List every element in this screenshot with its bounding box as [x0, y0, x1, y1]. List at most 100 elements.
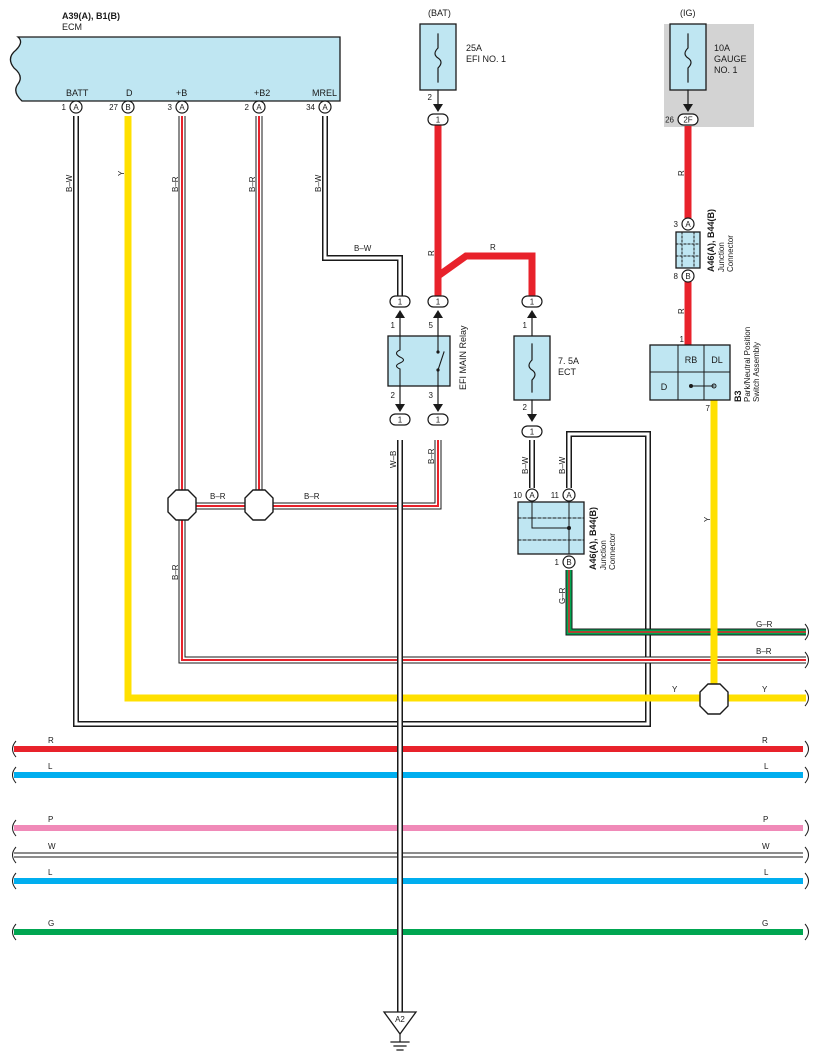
svg-text:1: 1	[680, 335, 685, 344]
svg-text:1: 1	[398, 416, 403, 425]
svg-text:R: R	[490, 243, 496, 252]
svg-text:A2: A2	[395, 1015, 405, 1024]
svg-text:R: R	[427, 250, 436, 256]
svg-text:Junction: Junction	[599, 540, 608, 570]
svg-text:B: B	[685, 272, 690, 281]
svg-text:A46(A), B44(B): A46(A), B44(B)	[706, 209, 716, 272]
relay-name: EFI MAIN Relay	[458, 325, 468, 390]
svg-text:2: 2	[391, 391, 396, 400]
svg-text:2F: 2F	[683, 116, 692, 125]
junction-connector-top: A 3 B 8 A46(A), B44(B) Junction Connecto…	[674, 209, 735, 283]
svg-text:A: A	[322, 103, 328, 112]
svg-text:10: 10	[513, 491, 522, 500]
svg-text:A: A	[685, 220, 691, 229]
svg-text:D: D	[661, 382, 668, 392]
svg-text:1: 1	[62, 103, 67, 112]
efi-main-relay: 1 1 1 5 2 3 1 1 EFI MAIN Relay	[387, 295, 468, 426]
svg-text:W: W	[48, 842, 56, 851]
svg-text:B–W: B–W	[354, 244, 372, 253]
svg-text:1: 1	[398, 298, 403, 307]
ecm-terminal-d: D	[126, 88, 133, 98]
ecm-terminal-b: +B	[176, 88, 187, 98]
svg-text:L: L	[48, 868, 53, 877]
svg-text:2: 2	[523, 403, 528, 412]
svg-text:1: 1	[436, 416, 441, 425]
svg-text:G–R: G–R	[558, 587, 567, 604]
svg-text:B–W: B–W	[558, 456, 567, 474]
ect-fuse: 1 1 7. 5A ECT 2 1	[513, 295, 579, 438]
ecm-pins: A 1 B 27 A 3 A 2 A 34	[62, 100, 332, 114]
svg-text:26: 26	[665, 116, 674, 125]
efi-fuse: 25A EFI NO. 1	[419, 23, 506, 91]
svg-text:W–B: W–B	[389, 451, 398, 468]
efi-fuse-rating: 25A	[466, 43, 482, 53]
svg-text:A: A	[73, 103, 79, 112]
svg-text:27: 27	[109, 103, 118, 112]
svg-text:1: 1	[530, 298, 535, 307]
svg-text:Y: Y	[672, 685, 678, 694]
bus-end-brackets	[12, 623, 809, 941]
svg-text:R: R	[677, 308, 686, 314]
wire-labels: B–W Y B–R B–R B–W B–W R R R R W–B B–R B–…	[48, 170, 773, 928]
svg-text:3: 3	[429, 391, 434, 400]
ig-region: (IG) 10A GAUGE NO. 1	[664, 8, 754, 127]
svg-text:A: A	[566, 491, 572, 500]
svg-text:L: L	[764, 868, 769, 877]
svg-text:3: 3	[674, 220, 679, 229]
gauge-fuse-connector: 2F 26	[665, 89, 699, 126]
svg-text:1: 1	[391, 321, 396, 330]
svg-text:7: 7	[706, 404, 711, 413]
gauge-fuse-name: GAUGE	[714, 54, 747, 64]
svg-text:B3: B3	[733, 390, 743, 402]
svg-text:R: R	[677, 170, 686, 176]
ecm-component: A39(A), B1(B) ECM BATT D +B +B2 MREL	[9, 11, 341, 102]
svg-text:Switch Assembly: Switch Assembly	[752, 342, 761, 402]
ecm-connector-id: A39(A), B1(B)	[62, 11, 120, 21]
bw-wire-mrel	[322, 116, 403, 296]
svg-text:Y: Y	[762, 685, 768, 694]
svg-text:G–R: G–R	[756, 620, 773, 629]
svg-text:11: 11	[551, 491, 560, 500]
svg-text:A: A	[179, 103, 185, 112]
svg-text:B–R: B–R	[756, 647, 772, 656]
gauge-fuse-rating: 10A	[714, 43, 730, 53]
svg-text:A46(A), B44(B): A46(A), B44(B)	[588, 507, 598, 570]
svg-text:B–R: B–R	[171, 564, 180, 580]
svg-text:B–W: B–W	[521, 456, 530, 474]
svg-text:Connector: Connector	[726, 235, 735, 272]
svg-text:3: 3	[168, 103, 173, 112]
svg-text:34: 34	[306, 103, 315, 112]
svg-text:1: 1	[555, 558, 560, 567]
svg-text:Park/Neutral Position: Park/Neutral Position	[743, 327, 752, 402]
ecm-box	[9, 36, 341, 102]
bw-wire-batt	[73, 116, 651, 727]
efi-fuse-name: EFI NO. 1	[466, 54, 506, 64]
gr-wire	[565, 570, 806, 636]
ig-source-label: (IG)	[680, 8, 696, 18]
svg-text:B–R: B–R	[171, 176, 180, 192]
ecm-label: ECM	[62, 22, 82, 32]
park-neutral-switch: 1 RB DL D 7 B3 Park/Neutral Position Swi…	[649, 327, 761, 413]
svg-text:Junction: Junction	[717, 242, 726, 272]
svg-text:B: B	[566, 558, 571, 567]
ecm-terminal-mrel: MREL	[312, 88, 337, 98]
ecm-terminal-batt: BATT	[66, 88, 89, 98]
svg-text:DL: DL	[711, 355, 723, 365]
svg-text:R: R	[762, 736, 768, 745]
svg-text:RB: RB	[685, 355, 698, 365]
svg-text:R: R	[48, 736, 54, 745]
svg-text:B–W: B–W	[314, 174, 323, 192]
svg-text:G: G	[48, 919, 54, 928]
bat-source-label: (BAT)	[428, 8, 451, 18]
splice-points	[167, 489, 729, 715]
svg-text:B: B	[125, 103, 130, 112]
svg-text:L: L	[48, 762, 53, 771]
svg-text:1: 1	[523, 321, 528, 330]
svg-text:A: A	[529, 491, 535, 500]
svg-text:B–R: B–R	[248, 176, 257, 192]
svg-text:2: 2	[245, 103, 250, 112]
svg-text:B–W: B–W	[65, 174, 74, 192]
svg-text:B–R: B–R	[210, 492, 226, 501]
svg-text:A: A	[256, 103, 262, 112]
